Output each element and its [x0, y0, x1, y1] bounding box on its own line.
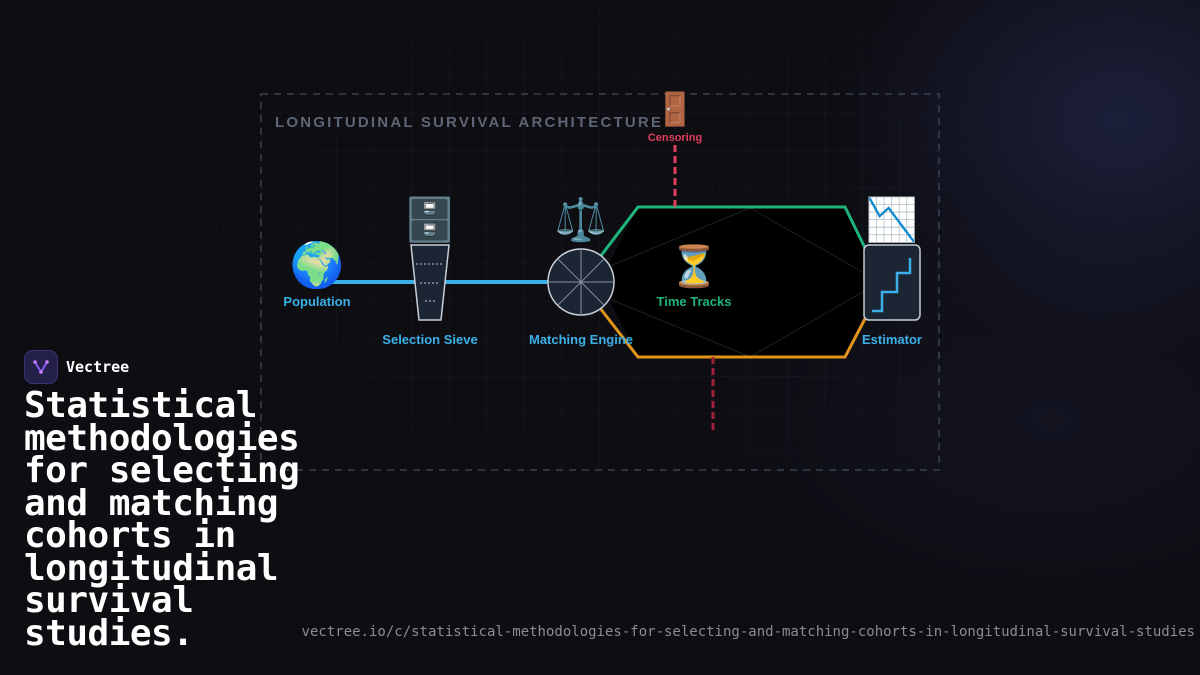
survival-step-curve [872, 258, 912, 313]
lower-time-track [598, 307, 869, 359]
time-track-facet [749, 207, 881, 283]
node-censoring: 🚪 Censoring [648, 90, 702, 144]
estimator-label: Estimator [862, 332, 922, 347]
matching-engine-label: Matching Engine [529, 332, 633, 347]
time-track-region [600, 207, 880, 357]
hourglass-icon: ⏳ [669, 243, 719, 290]
node-matching-engine: ⚖️ Matching Engine [529, 195, 633, 347]
wheel-spoke [557, 258, 605, 306]
vectree-logo-icon [24, 350, 58, 384]
selection-sieve-label: Selection Sieve [382, 332, 477, 347]
censoring-label: Censoring [648, 132, 702, 144]
node-estimator: 📉 Estimator [862, 195, 922, 347]
node-time-tracks: ⏳ Time Tracks [657, 243, 732, 309]
page-headline: Statistical methodologies for selecting … [24, 385, 300, 654]
door-icon: 🚪 [655, 90, 695, 128]
time-track-facet [599, 207, 751, 271]
diagram-title: LONGITUDINAL SURVIVAL ARCHITECTURE [275, 114, 663, 131]
time-track-facet [599, 294, 751, 358]
population-label: Population [283, 294, 350, 309]
chart-decreasing-icon: 📉 [866, 195, 918, 244]
globe-icon: 🌍 [290, 240, 345, 291]
file-cabinet-icon: 🗄️ [404, 195, 456, 244]
brand-name: Vectree [66, 358, 130, 376]
diagram-frame [260, 93, 940, 471]
time-tracks-label: Time Tracks [657, 294, 732, 309]
page-url: vectree.io/c/statistical-methodologies-f… [301, 624, 1195, 640]
balance-scale-icon: ⚖️ [555, 195, 607, 244]
time-track-facet [749, 281, 881, 358]
node-selection-sieve: 🗄️ Selection Sieve [382, 195, 477, 347]
upper-time-track [598, 205, 869, 258]
node-population: 🌍 Population [283, 240, 350, 309]
estimator-panel [863, 244, 921, 321]
brand: Vectree [24, 350, 129, 384]
